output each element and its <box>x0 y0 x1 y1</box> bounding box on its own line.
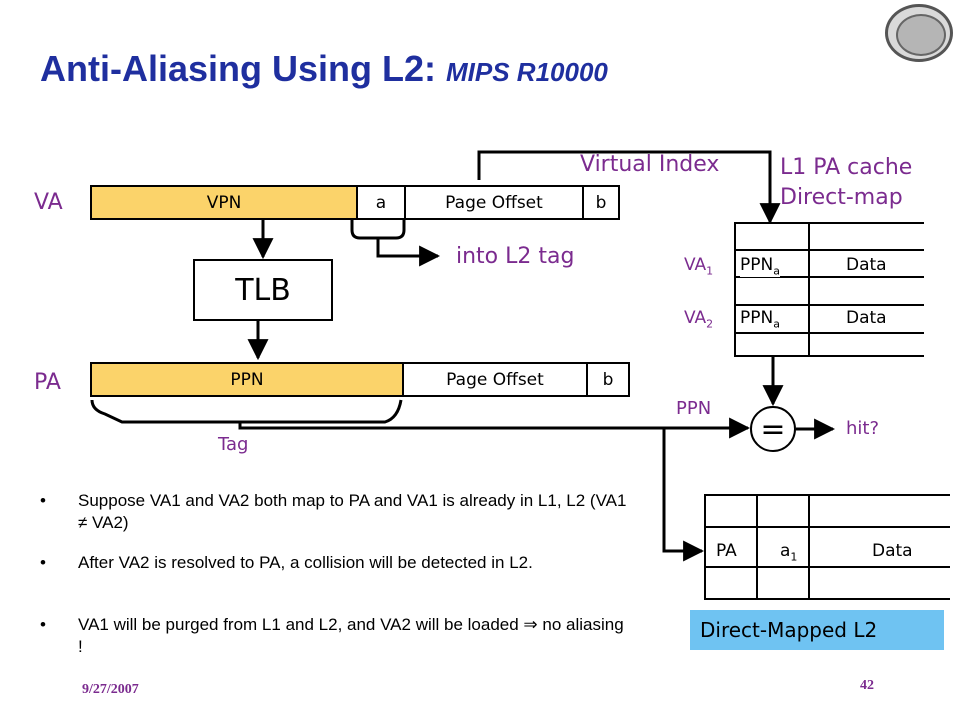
footer-date: 9/27/2007 <box>82 682 139 697</box>
bullet-symbol: • <box>40 491 46 510</box>
l1-cache-title-line1: L1 PA cache <box>780 155 913 180</box>
title-text: Anti-Aliasing Using L2: <box>40 48 436 89</box>
tag-to-l2-arrow <box>662 428 705 562</box>
l1-row1-va: VA1 <box>684 255 714 278</box>
va-offset-field: Page Offset <box>404 187 582 218</box>
bullet-symbol: • <box>40 553 46 572</box>
bullet-item: • VA1 will be purged from L1 and L2, and… <box>40 614 630 658</box>
l1-row2-ppn: PPNa <box>740 308 780 331</box>
university-seal-icon <box>885 4 953 62</box>
l1-row2-data: Data <box>846 308 887 328</box>
l2-pa-cell: PA <box>716 541 737 561</box>
page-title: Anti-Aliasing Using L2: MIPS R10000 <box>40 48 608 90</box>
virtual-index-line <box>477 150 781 225</box>
tag-to-comparator-arrow <box>238 417 751 439</box>
pa-b-field: b <box>586 364 628 395</box>
into-l2-tag-arrow <box>376 238 441 267</box>
virtual-index-label: Virtual Index <box>580 152 720 177</box>
pa-label: PA <box>34 370 61 395</box>
bullet-item: • Suppose VA1 and VA2 both map to PA and… <box>40 490 630 534</box>
l1-cache-title: L1 PA cache Direct-map <box>780 153 912 213</box>
l1-cache-table <box>734 222 924 357</box>
pa-register: PPN Page Offset b <box>90 362 630 397</box>
l2-a-cell: a1 <box>780 541 798 564</box>
bullet-text: VA1 will be purged from L1 and L2, and V… <box>78 615 624 656</box>
into-l2-tag-brace <box>350 220 406 240</box>
bullet-item: • After VA2 is resolved to PA, a collisi… <box>40 552 630 574</box>
tlb-box: TLB <box>193 259 333 321</box>
title-subtitle: MIPS R10000 <box>446 57 608 87</box>
va-label: VA <box>34 190 63 215</box>
tag-brace <box>90 399 403 424</box>
l2-cache-table <box>704 494 950 600</box>
direct-mapped-l2-label: Direct-Mapped L2 <box>690 610 944 650</box>
va-b-field: b <box>582 187 618 218</box>
tag-label: Tag <box>218 434 249 455</box>
footer-page-number: 42 <box>860 678 874 693</box>
comparator-circle: = <box>750 406 796 452</box>
va-a-field: a <box>356 187 404 218</box>
ppn-label: PPN <box>676 398 712 419</box>
bullet-symbol: • <box>40 615 46 634</box>
bullet-text: After VA2 is resolved to PA, a collision… <box>78 553 533 572</box>
l1-row1-ppn: PPNa <box>740 255 780 278</box>
l2-data-cell: Data <box>872 541 913 561</box>
hit-label: hit? <box>846 418 880 439</box>
l1-row1-data: Data <box>846 255 887 275</box>
l1-cache-title-line2: Direct-map <box>780 185 903 210</box>
va-register: VPN a Page Offset b <box>90 185 620 220</box>
va-vpn-field: VPN <box>206 192 242 213</box>
into-l2-tag-label: into L2 tag <box>456 244 575 269</box>
l1-row2-va: VA2 <box>684 308 714 331</box>
bullet-text: Suppose VA1 and VA2 both map to PA and V… <box>78 491 627 532</box>
pa-offset-field: Page Offset <box>402 364 586 395</box>
pa-ppn-field: PPN <box>230 369 264 390</box>
